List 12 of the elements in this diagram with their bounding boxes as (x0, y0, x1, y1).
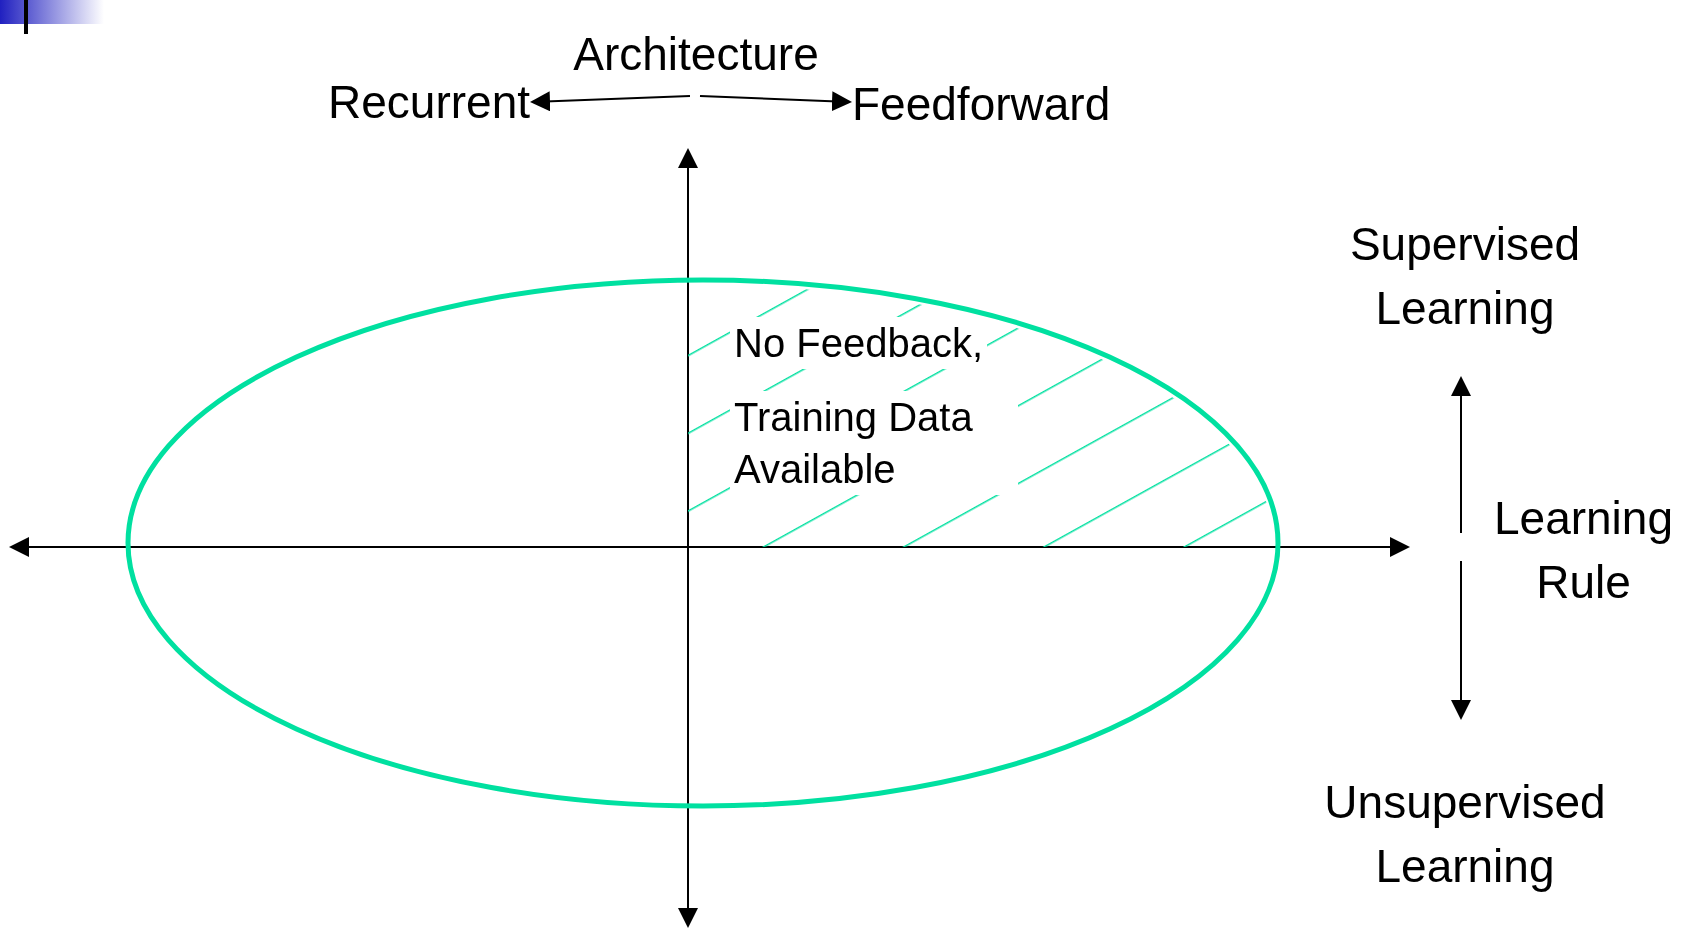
axis-end-label: Architecture (573, 27, 819, 82)
axis-end-label: Unsupervised Learning (1323, 775, 1607, 894)
arrow (1451, 560, 1471, 720)
region-label: No Feedback, (730, 317, 988, 369)
axis-end-label: Feedforward (852, 77, 1111, 132)
arrow (699, 91, 852, 112)
region-label: Training Data Available (730, 391, 1018, 495)
arrow (1451, 376, 1471, 534)
axis-end-label: Supervised Learning (1348, 217, 1582, 336)
axis-end-label: Recurrent (328, 75, 530, 130)
arrow (530, 91, 691, 112)
axis-end-label: Learning Rule (1492, 491, 1674, 610)
